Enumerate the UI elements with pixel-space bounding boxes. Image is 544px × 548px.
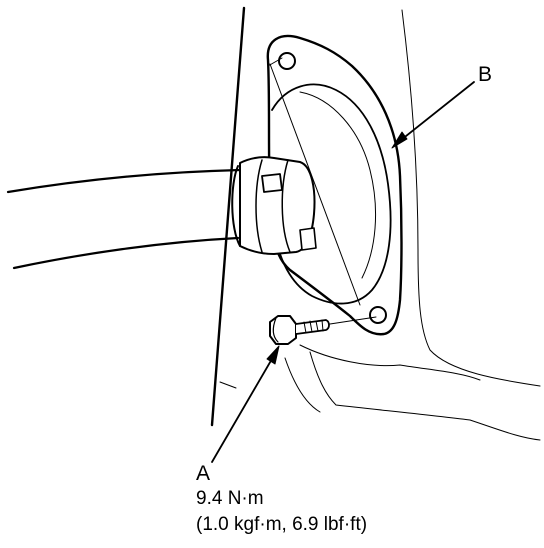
leader-arrow-b: [391, 131, 408, 149]
horn-body-mold-line: [267, 57, 283, 67]
bolt-alignment-line: [329, 316, 377, 325]
torque-spec-alt-units: (1.0 kgf·m, 6.9 lbf·ft): [196, 514, 368, 535]
body-panel-edge: [210, 6, 246, 427]
callout-label-b: B: [478, 63, 493, 86]
horn-body-mold-line: [269, 63, 361, 306]
background-panel-contour: [299, 344, 481, 381]
leader-line-a: [211, 351, 277, 463]
horn-body-inner-rim: [299, 91, 377, 279]
callout-label-a: A: [196, 462, 211, 485]
background-panel-contour: [219, 381, 237, 389]
horn-connector-lock-tab: [261, 173, 283, 193]
wire-harness-lower: [12, 236, 240, 270]
horn-connector: [239, 156, 316, 255]
bracket-hole-upper: [278, 52, 296, 70]
mounting-bolt: [269, 315, 330, 345]
wire-harness-upper: [6, 168, 242, 194]
horn-connector-ring: [255, 159, 263, 253]
leader-line-b: [395, 81, 475, 145]
background-panel-contour: [309, 351, 541, 441]
horn-connector-ring: [231, 165, 241, 247]
leader-arrow-a: [266, 345, 280, 365]
horn-connector-terminal: [299, 227, 317, 251]
horn-body: [271, 83, 392, 305]
horn-connector-ring: [281, 159, 291, 253]
bracket-hole-lower: [369, 306, 387, 324]
torque-spec-nm: 9.4 N·m: [196, 488, 264, 509]
background-panel-contour: [401, 9, 541, 387]
background-panel-contour: [284, 357, 321, 413]
